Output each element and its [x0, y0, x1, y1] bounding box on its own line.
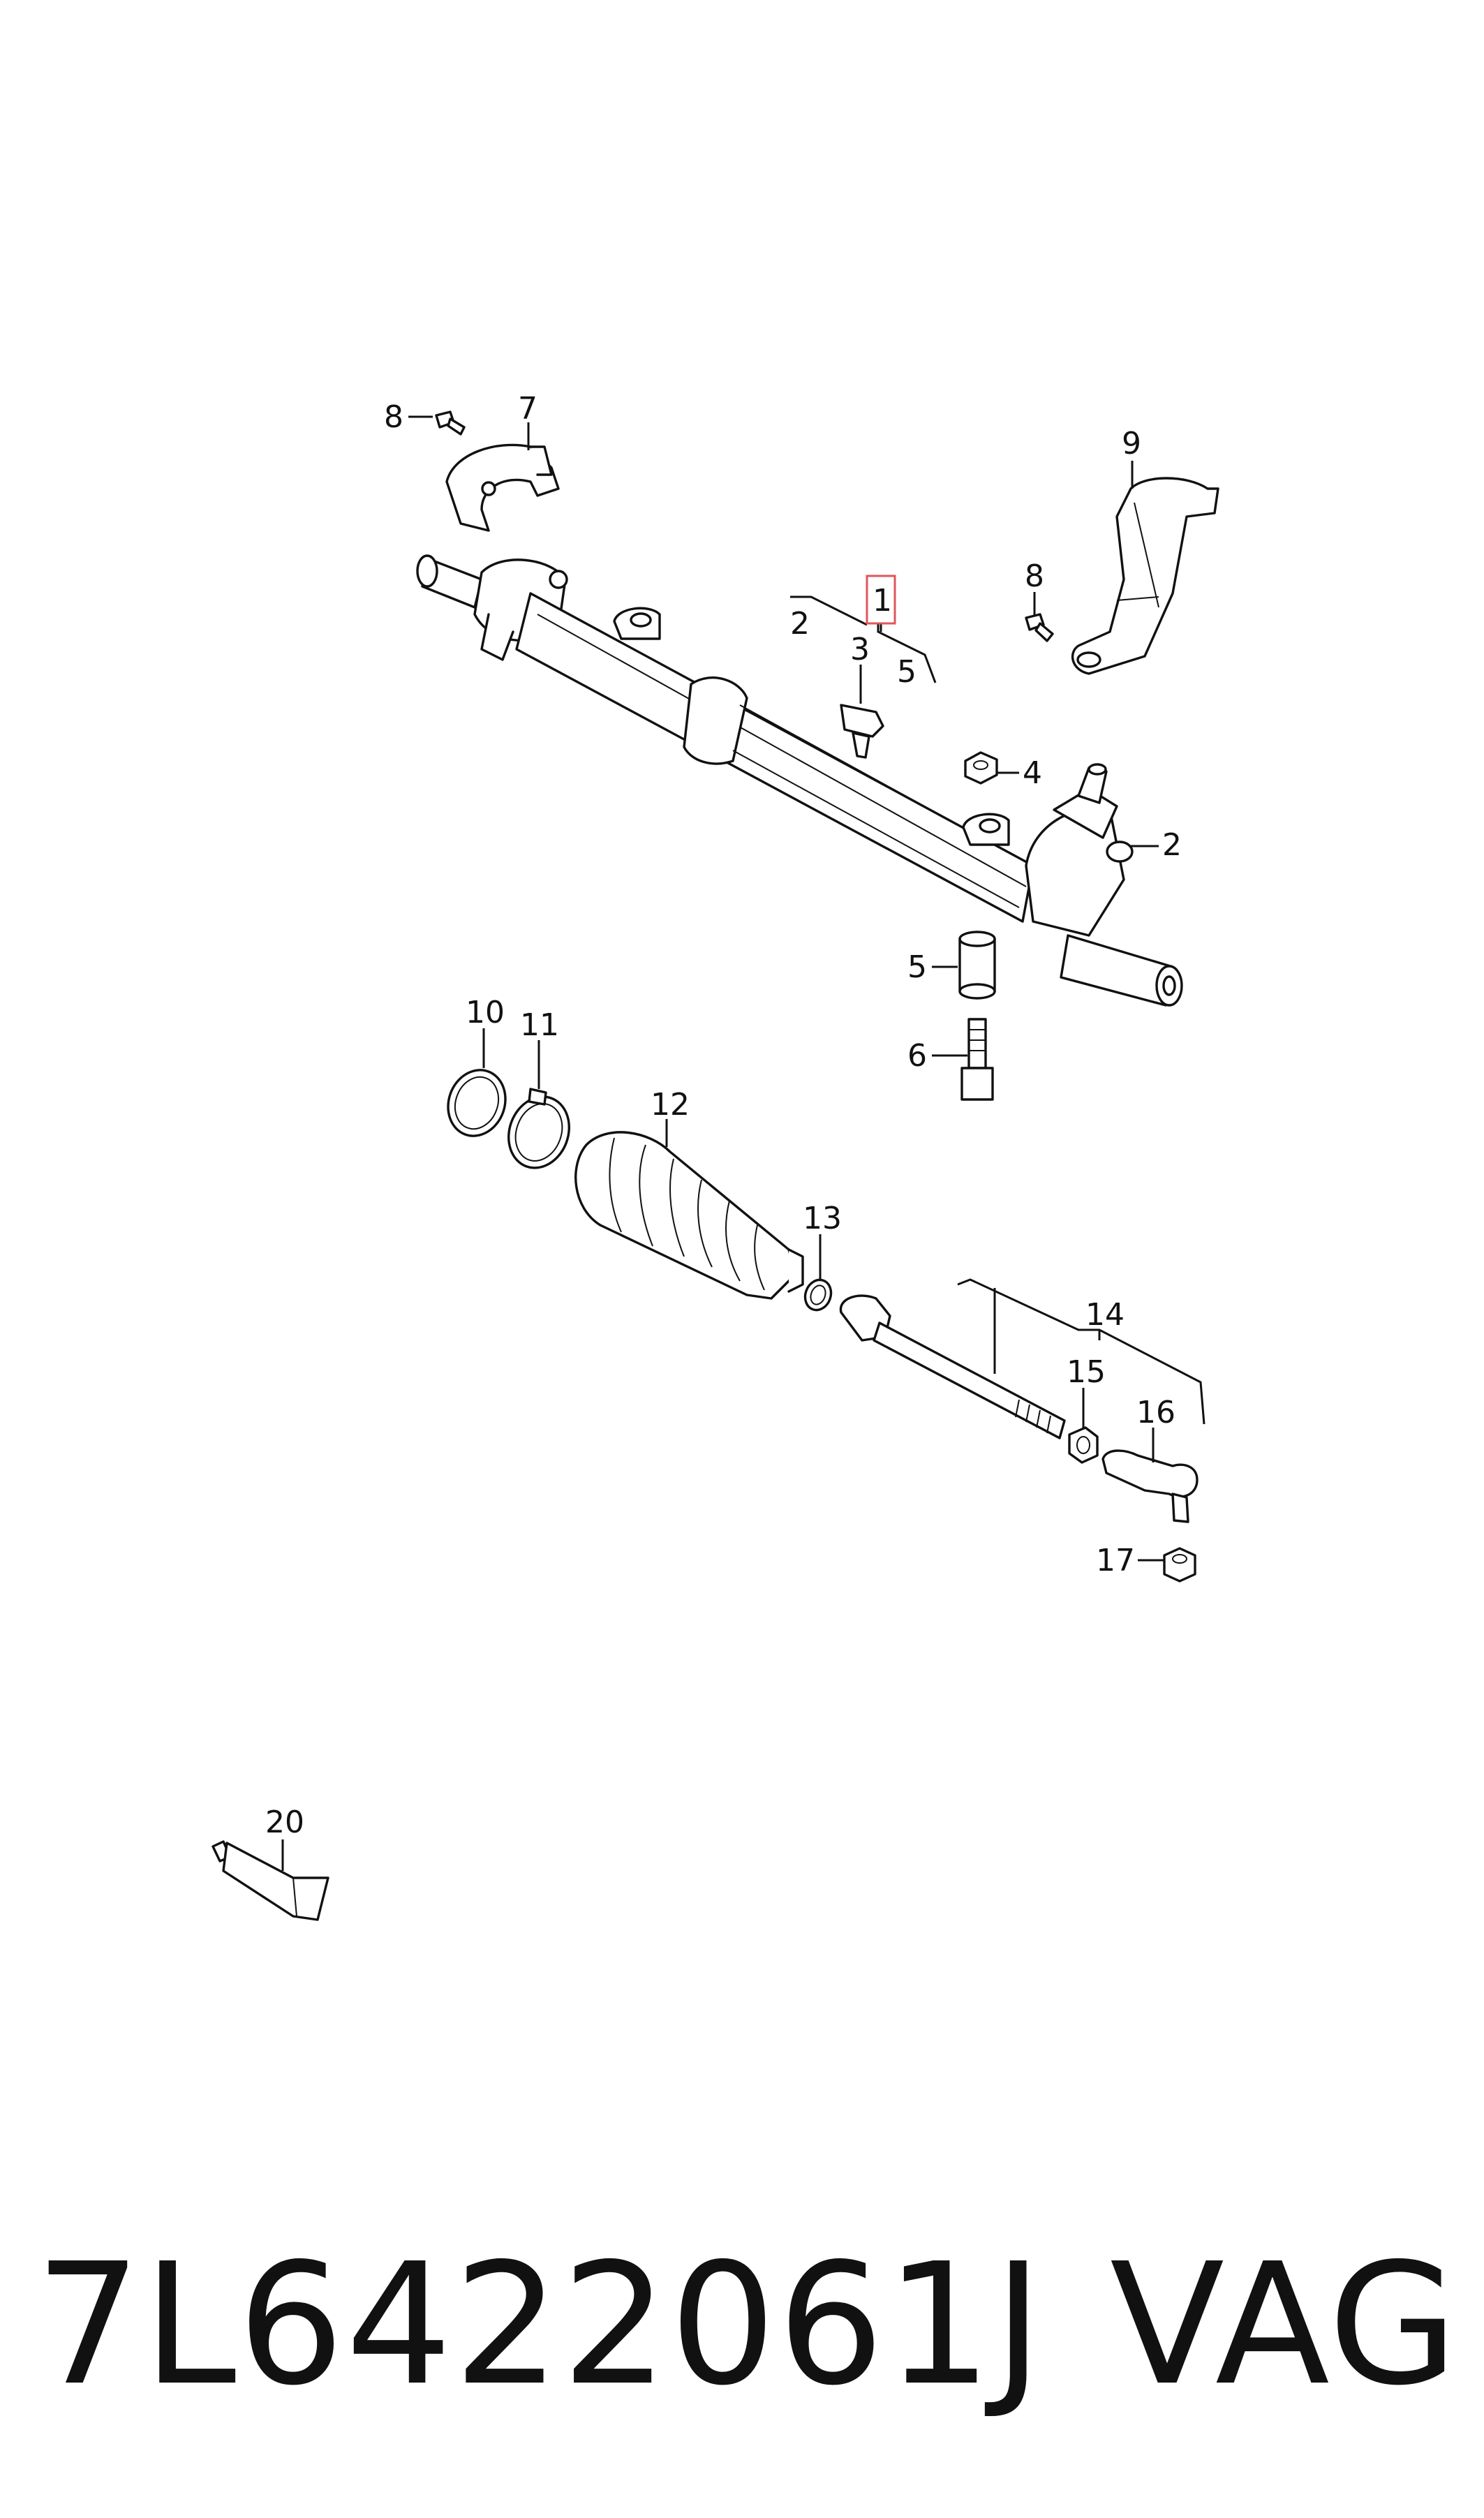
callout-10: 10: [466, 995, 505, 1030]
part-number: 7L6422061J: [35, 2227, 1045, 2422]
callout-9: 9: [1122, 426, 1141, 461]
callout-13: 13: [803, 1201, 842, 1236]
steering-rack: [416, 554, 1183, 1007]
callout-5: 5: [907, 949, 927, 985]
heat-shield-bracket: [1071, 477, 1219, 675]
caption: 7L6422061J VAG: [0, 2220, 1484, 2429]
bolt-8-left: [435, 410, 466, 436]
callout-3: 3: [850, 632, 870, 667]
callout-12: 12: [651, 1087, 690, 1123]
nut-part-4: [964, 751, 998, 785]
callout-2-group: 2: [790, 606, 810, 642]
bolt-8-right: [1025, 613, 1054, 642]
callout-1: 1: [873, 583, 892, 619]
nut-part-17: [1163, 1547, 1196, 1583]
callout-5-group: 5: [897, 654, 917, 690]
bushing-part-5: [958, 931, 996, 1000]
callout-8-left: 8: [384, 399, 403, 435]
callout-2: 2: [1162, 827, 1182, 863]
leader-lines: [281, 415, 1205, 1871]
valve-part-3: [840, 704, 884, 759]
callout-14: 14: [1085, 1297, 1125, 1333]
callout-8-right: 8: [1025, 558, 1044, 594]
clip-part-13: [803, 1278, 833, 1312]
callout-4: 4: [1023, 755, 1042, 791]
callout-1-highlight: [866, 575, 896, 625]
callout-16: 16: [1136, 1395, 1175, 1430]
callout-15: 15: [1067, 1354, 1106, 1390]
grease-tube-part-20: [212, 1840, 329, 1921]
callout-labels: 8 7 9 8 1 2 3 5 4 2 5 6 10 11 12 13 14 1…: [265, 391, 1182, 1840]
callout-20: 20: [265, 1805, 304, 1840]
nut-part-15: [1068, 1426, 1099, 1464]
bellows-boot-part-12: [574, 1131, 804, 1300]
callout-17: 17: [1096, 1543, 1135, 1578]
callout-7: 7: [518, 391, 537, 427]
clamp-ring-part-11: [507, 1088, 570, 1169]
tie-rod-end-part-16: [1101, 1449, 1199, 1523]
brand-label: VAG: [1110, 2227, 1460, 2422]
callout-11: 11: [520, 1007, 559, 1043]
tie-rod-part-14: [839, 1294, 1066, 1439]
clamp-bracket: [445, 443, 560, 532]
callout-6: 6: [907, 1038, 927, 1074]
o-ring-part-10: [447, 1069, 507, 1137]
bolt-part-6: [960, 1018, 994, 1101]
